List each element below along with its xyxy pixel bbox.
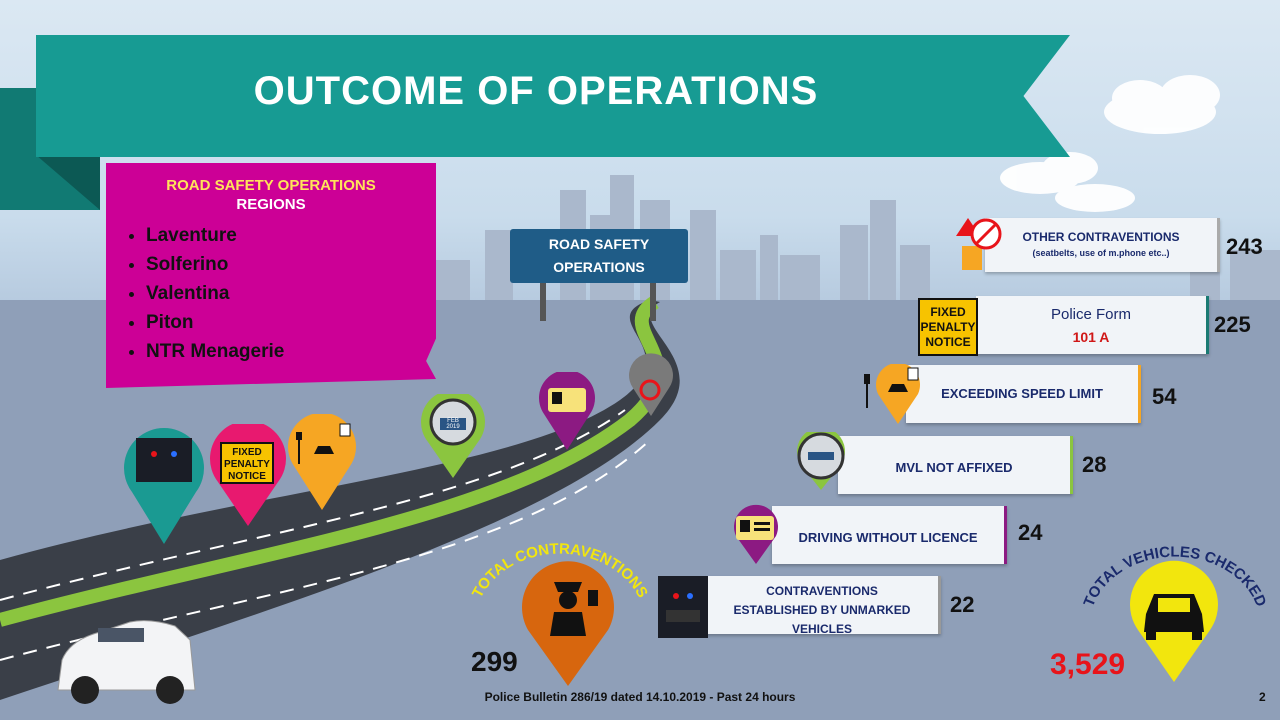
fpn-line2: PENALTY (920, 320, 976, 334)
bar-label: DRIVING WITHOUT LICENCE (798, 530, 978, 545)
sign-line1: ROAD SAFETY (548, 236, 650, 252)
fpn-line1: FIXED (232, 447, 262, 458)
police-car-icon (658, 576, 708, 638)
bar-other-contraventions: OTHER CONTRAVENTIONS (seatbelts, use of … (985, 218, 1220, 272)
bar-driving-without-licence: DRIVING WITHOUT LICENCE (772, 506, 1007, 564)
fpn-line3: NOTICE (228, 471, 266, 482)
regions-panel: ROAD SAFETY OPERATIONS REGIONS Laventure… (106, 163, 436, 388)
bar-value: 54 (1152, 384, 1177, 409)
list-item: Piton (146, 312, 436, 334)
police-car-icon (136, 438, 192, 482)
regions-list: Laventure Solferino Valentina Piton NTR … (106, 225, 436, 363)
seatbelt-phone-icon (956, 218, 1002, 270)
bar-value: 24 (1018, 520, 1043, 545)
licence-card-icon (734, 504, 778, 564)
bar-speed-limit: EXCEEDING SPEED LIMIT (906, 365, 1141, 423)
total-vehicles-value: 3,529 (1050, 648, 1126, 681)
bar-label: MVL NOT AFFIXED (895, 460, 1013, 475)
white-car (57, 620, 196, 704)
police-officer-icon (550, 582, 598, 636)
other-pin (629, 353, 673, 416)
bar-sublabel: 101 A (1072, 329, 1110, 345)
total-vehicles-arc: TOTAL VEHICLES CHECKED (1081, 544, 1270, 682)
list-item: NTR Menagerie (146, 341, 436, 363)
fixed-penalty-notice-icon: FIXED PENALTY NOTICE (220, 442, 274, 484)
footer-text: Police Bulletin 286/19 dated 14.10.2019 … (484, 690, 796, 704)
title-banner: OUTCOME OF OPERATIONS (36, 35, 1070, 157)
list-item: Solferino (146, 254, 436, 276)
bar-label: OTHER CONTRAVENTIONS (1022, 230, 1180, 244)
road-green-line (0, 296, 665, 627)
fpn-line1: FIXED (930, 305, 966, 319)
clouds (1000, 75, 1220, 212)
bar-label: Police Form (1050, 306, 1132, 323)
bar-sublabel: (seatbelts, use of m.phone etc..) (1032, 248, 1170, 258)
list-item: Valentina (146, 283, 436, 305)
road (0, 300, 680, 700)
road-dash-line (0, 439, 651, 661)
seatbelt-phone-icon (639, 379, 661, 401)
speed-camera-icon (864, 364, 920, 424)
list-item: Laventure (146, 225, 436, 247)
regions-subtitle: REGIONS (236, 196, 306, 213)
page-number: 2 (1259, 690, 1266, 704)
car-icon (1144, 594, 1204, 640)
mvl-disc-label: FEB 2019 (440, 418, 466, 430)
total-contraventions-value: 299 (471, 646, 518, 677)
bar-value: 28 (1082, 452, 1107, 477)
sign-line2: OPERATIONS (553, 259, 645, 275)
bar-police-form: Police Form 101 A (976, 296, 1209, 354)
speed-pin (288, 414, 356, 510)
bar-value: 225 (1214, 312, 1251, 337)
fpn-line2: PENALTY (224, 459, 270, 470)
bar-label: EXCEEDING SPEED LIMIT (941, 386, 1103, 401)
regions-title: ROAD SAFETY OPERATIONS (166, 177, 376, 194)
licence-pin (539, 372, 595, 450)
bar-value: 22 (950, 592, 975, 617)
bar-value: 243 (1226, 234, 1263, 259)
fpn-line3: NOTICE (925, 335, 971, 349)
police-car-pin (124, 428, 204, 544)
bar-unmarked-vehicles: CONTRAVENTIONS ESTABLISHED BY UNMARKED V… (706, 576, 941, 636)
road-safety-sign: ROAD SAFETY OPERATIONS (510, 229, 688, 283)
sign-pole (650, 283, 656, 321)
page-title: OUTCOME OF OPERATIONS (253, 69, 819, 113)
speed-camera-icon (296, 423, 351, 464)
mvl-pin (421, 394, 485, 478)
mvl-disc-icon (797, 432, 845, 490)
total-contraventions-arc: TOTAL CONTRAVENTIONS (469, 541, 651, 686)
fixed-penalty-notice-icon: FIXED PENALTY NOTICE (918, 298, 978, 356)
bar-label: CONTRAVENTIONS ESTABLISHED BY UNMARKED V… (733, 584, 911, 636)
banner-fold (36, 155, 100, 210)
sign-pole (540, 283, 546, 321)
bar-mvl-not-affixed: MVL NOT AFFIXED (838, 436, 1073, 494)
